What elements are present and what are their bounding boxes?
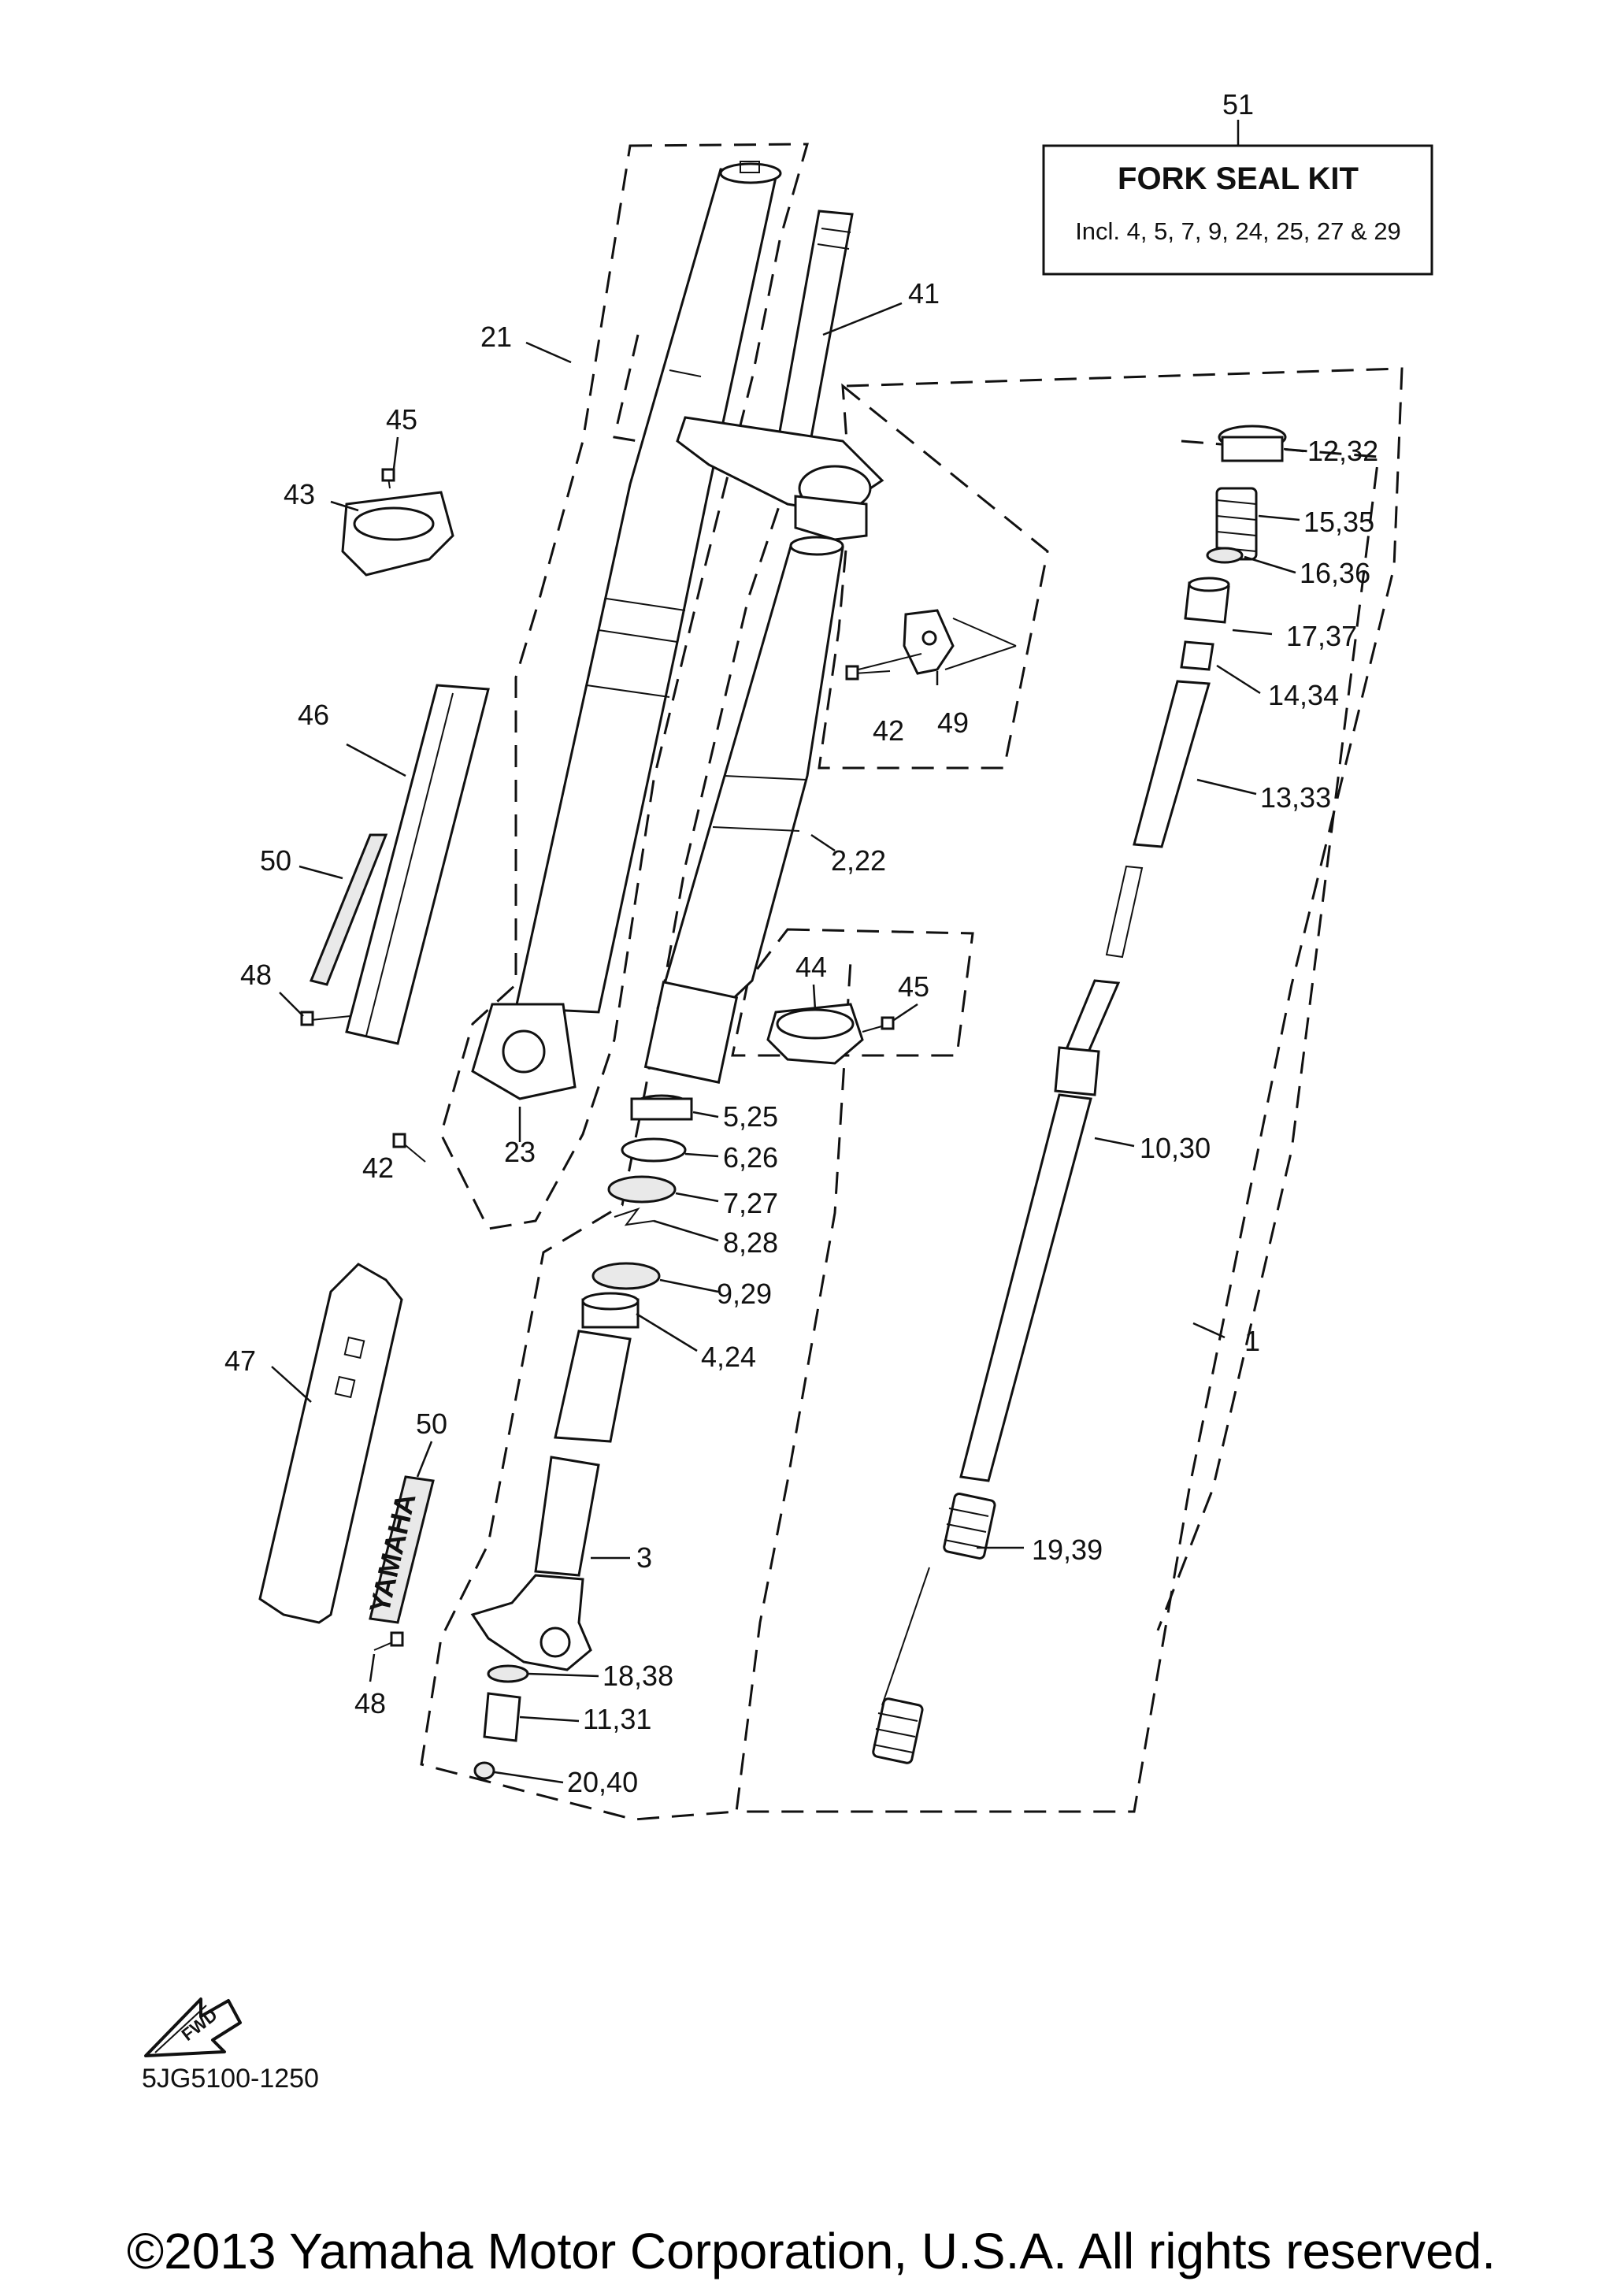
callout-1: 1	[1244, 1325, 1260, 1357]
drawing-code: 5JG5100-1250	[142, 2064, 319, 2094]
callout-21: 21	[480, 321, 512, 353]
callout-8-28: 8,28	[723, 1226, 778, 1259]
kit-includes: Incl. 4, 5, 7, 9, 24, 25, 27 & 29	[1075, 217, 1401, 245]
part-clamp-44	[766, 1003, 895, 1065]
callout-13-33: 13,33	[1260, 781, 1331, 814]
part-bracket-41	[676, 210, 884, 541]
part-nut-16	[1206, 547, 1244, 564]
callout-16-36: 16,36	[1300, 557, 1370, 589]
part-base-valve	[473, 1664, 529, 1780]
callout-10-30: 10,30	[1140, 1132, 1211, 1164]
callout-2-22: 2,22	[831, 844, 886, 877]
bolts	[300, 665, 891, 1651]
part-decal-50b	[369, 1475, 435, 1624]
part-lower-cylinder-3	[470, 1330, 632, 1671]
kit-number: 51	[1222, 88, 1254, 121]
part-axle-bracket-23	[471, 1003, 577, 1100]
callout-45b: 45	[898, 970, 929, 1003]
part-decal-50a	[309, 833, 388, 986]
part-guard-46	[345, 684, 490, 1045]
callout-46: 46	[298, 699, 329, 731]
callout-15-35: 15,35	[1303, 506, 1374, 538]
part-guard-47	[258, 1263, 403, 1624]
callout-9-29: 9,29	[717, 1278, 772, 1310]
fwd-arrow-icon	[144, 1997, 242, 2057]
fork-seal-kit-box	[1042, 120, 1433, 276]
callout-41: 41	[908, 277, 940, 310]
callout-14-34: 14,34	[1268, 679, 1339, 711]
callout-4-24: 4,24	[701, 1341, 756, 1373]
copyright-notice: ©2013 Yamaha Motor Corporation, U.S.A. A…	[127, 2223, 1496, 2279]
leader-lines	[271, 302, 1304, 1784]
callout-17-37: 17,37	[1286, 620, 1357, 652]
kit-title: FORK SEAL KIT	[1118, 161, 1359, 196]
callout-43: 43	[284, 478, 315, 510]
callout-50a: 50	[260, 844, 291, 877]
callout-50b: 50	[416, 1408, 447, 1440]
callout-23: 23	[504, 1136, 536, 1168]
callout-44: 44	[795, 951, 827, 983]
part-spring-19	[872, 1493, 996, 1764]
part-bushings-seals	[581, 1094, 693, 1329]
callout-47: 47	[224, 1345, 256, 1377]
callout-48a: 48	[240, 959, 272, 991]
part-inner-tube-2	[643, 536, 844, 1084]
callout-20-40: 20,40	[567, 1766, 638, 1798]
callout-3: 3	[636, 1541, 652, 1574]
part-cap-12	[1218, 425, 1287, 462]
callout-42a: 42	[873, 714, 904, 747]
callout-48b: 48	[354, 1687, 386, 1719]
part-bracket-49	[858, 609, 1017, 675]
part-rod-13	[1105, 680, 1211, 959]
part-cartridge-10	[959, 979, 1121, 1482]
part-collar-17	[1184, 577, 1230, 624]
callout-7-27: 7,27	[723, 1187, 778, 1219]
callout-11-31: 11,31	[583, 1703, 651, 1735]
callouts: 21 41 45 43 12,32 15,35 16,36 17,37 14,3…	[224, 277, 1378, 1798]
callout-19-39: 19,39	[1032, 1534, 1103, 1566]
part-outer-tube-21	[514, 161, 782, 1014]
part-nut-14	[1180, 640, 1214, 671]
callout-12-32: 12,32	[1307, 435, 1378, 467]
callout-6-26: 6,26	[723, 1141, 778, 1174]
callout-18-38: 18,38	[603, 1660, 673, 1692]
callout-5-25: 5,25	[723, 1100, 778, 1133]
callout-42b: 42	[362, 1152, 394, 1184]
callout-45a: 45	[386, 403, 417, 436]
callout-49: 49	[937, 707, 969, 739]
part-clamp-43	[341, 468, 454, 577]
